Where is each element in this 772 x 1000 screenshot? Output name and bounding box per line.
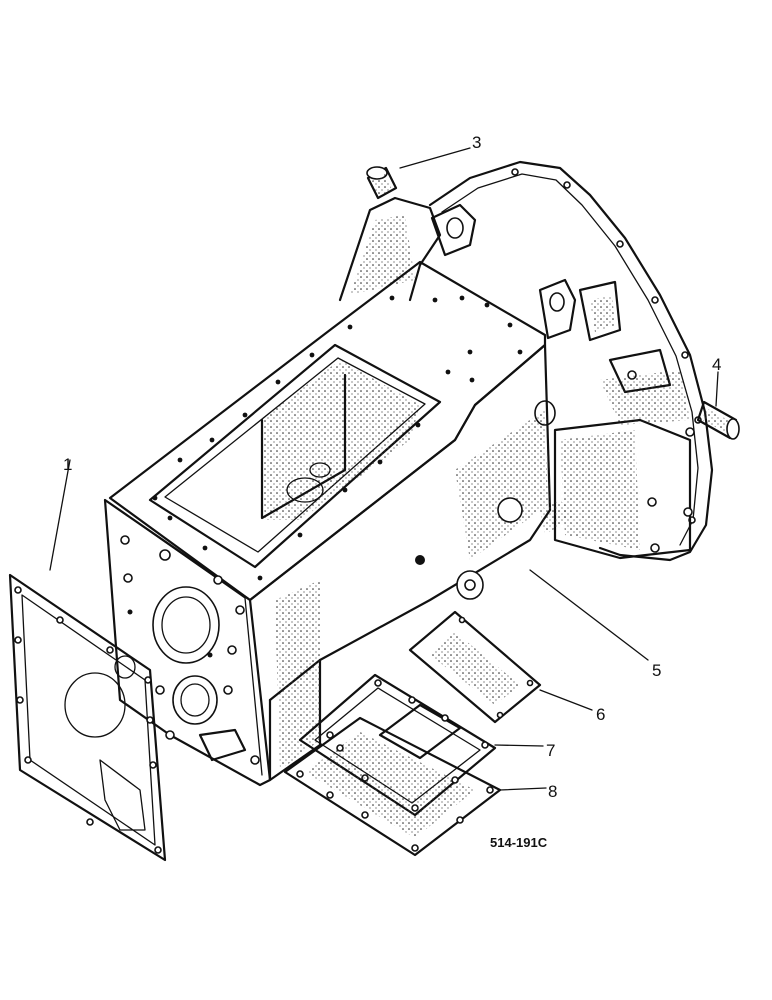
inspection-cover-6 [408,610,542,724]
leader-line-1 [49,459,71,571]
leader-line-6 [539,689,593,711]
callout-3: 3 [472,133,481,152]
rear-housing-casting [338,160,714,562]
callout-8: 8 [548,782,557,801]
leader-line-7 [494,744,544,747]
drawing-reference-code: 514-191C [490,835,548,850]
leader-lines [49,147,719,791]
callout-6: 6 [596,705,605,724]
callout-7: 7 [546,741,555,760]
leader-line-3 [399,147,471,169]
callout-4: 4 [712,355,721,374]
dowel-bush-4 [696,400,740,440]
leader-line-5 [529,569,649,661]
front-gasket [8,573,167,862]
transmission-case [103,260,575,787]
callout-1: 1 [63,455,72,474]
leader-line-8 [499,787,547,791]
callout-5: 5 [652,661,661,680]
leader-line-4 [715,371,719,407]
dowel-bush-3 [366,166,398,200]
